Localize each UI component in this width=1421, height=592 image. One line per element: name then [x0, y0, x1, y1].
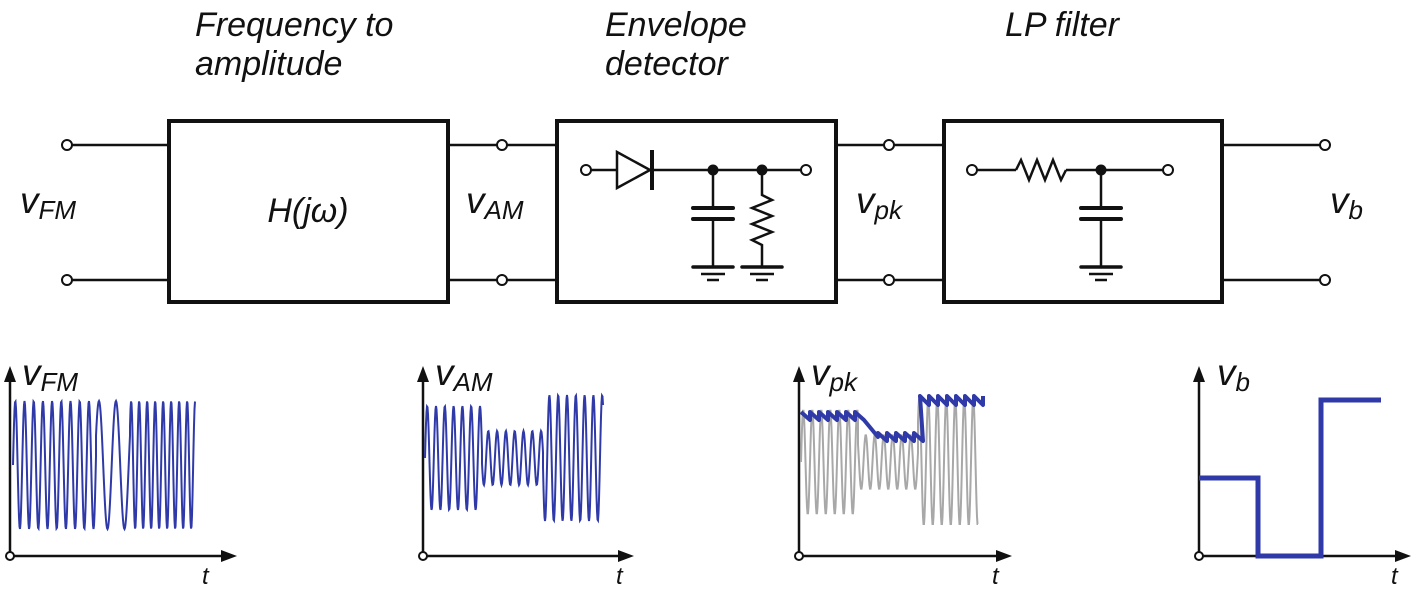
fm-waveform: [12, 398, 196, 532]
freq-to-amp-block: [167, 119, 450, 304]
am-terminal-top: [496, 139, 508, 151]
capacitor-icon: [691, 170, 735, 282]
envelope-title-line2: detector: [605, 45, 730, 83]
label-v-fm: vFM: [20, 180, 76, 225]
output-terminal-top: [1319, 139, 1331, 151]
output-terminal-bottom: [1319, 274, 1331, 286]
transfer-function-label: H(jω): [267, 192, 348, 230]
plot-time-label-am: t: [616, 563, 624, 590]
plot-time-label-pk: t: [992, 563, 1000, 590]
envelope-title-line1: Envelope: [605, 6, 747, 44]
plot-time-label-b: t: [1391, 563, 1399, 590]
baseband-step-waveform: [1199, 397, 1381, 559]
plot-label-v-am: vAM: [435, 352, 493, 397]
filter-resistor-icon: [1014, 156, 1068, 184]
label-v-am: vAM: [466, 180, 524, 225]
plot-v-b: vb t: [1193, 352, 1411, 590]
freq-to-amp-title-line1: Frequency to: [195, 6, 393, 44]
plot-v-pk: vpk t: [793, 352, 1012, 590]
resistor-icon: [740, 170, 784, 282]
plot-v-am: vAM t: [417, 352, 634, 590]
am-terminal-bottom: [496, 274, 508, 286]
envelope-detector-block: [555, 119, 838, 304]
lp-filter-title: LP filter: [1005, 6, 1121, 44]
envelope-detector-circuit: [580, 149, 812, 282]
am-waveform: [424, 392, 604, 524]
diode-icon: [615, 149, 653, 191]
plot-time-label-fm: t: [202, 563, 210, 590]
pk-envelope-waveform: [799, 394, 985, 443]
label-v-b: vb: [1330, 180, 1363, 225]
label-v-pk: vpk: [856, 180, 904, 225]
pk-terminal-bottom: [883, 274, 895, 286]
filter-capacitor-icon: [1079, 170, 1123, 282]
terminals: [61, 139, 1331, 286]
input-terminal-top: [61, 139, 73, 151]
plot-v-fm: vFM t: [4, 352, 237, 590]
pk-terminal-top: [883, 139, 895, 151]
plot-label-v-fm: vFM: [22, 352, 78, 397]
freq-to-amp-title-line2: amplitude: [195, 45, 342, 83]
plot-label-v-b: vb: [1217, 352, 1250, 397]
plot-label-v-pk: vpk: [811, 352, 859, 397]
lp-filter-circuit: [966, 156, 1174, 282]
lp-filter-block: [942, 119, 1224, 304]
input-terminal-bottom: [61, 274, 73, 286]
